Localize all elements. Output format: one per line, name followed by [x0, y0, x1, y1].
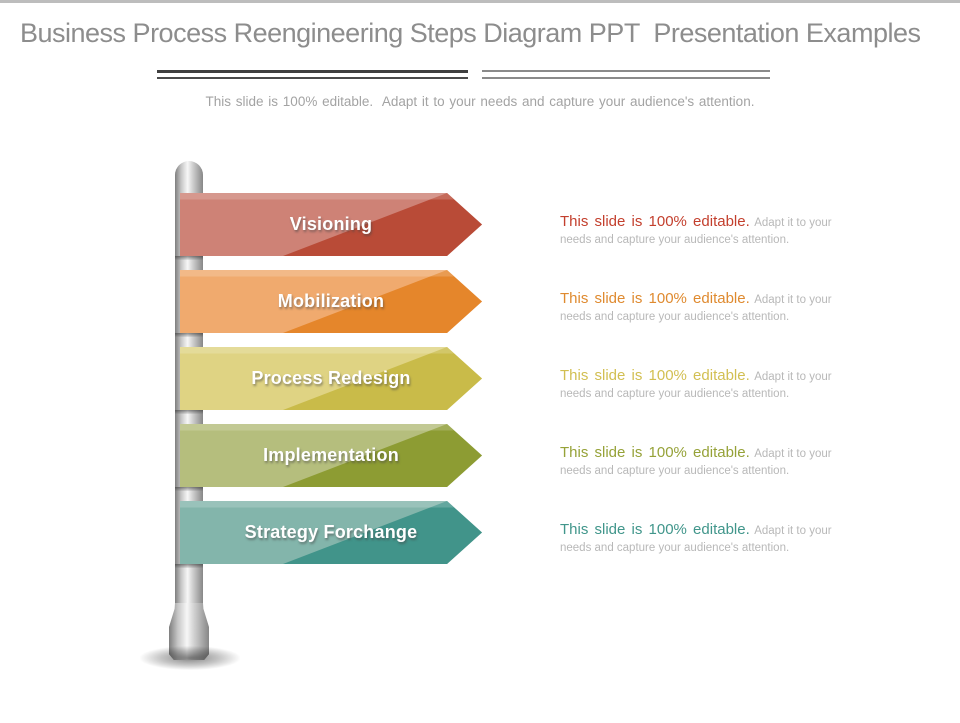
step-description-text: Adapt it to your needs and capture your … [560, 217, 832, 246]
step-description-highlight: This slide is 100% editable. [560, 290, 750, 307]
pole-ring [175, 256, 203, 260]
divider-line-right [482, 70, 770, 79]
step-description-mobilization: This slide is 100% editable. Adapt it to… [560, 291, 852, 325]
step-description-text: Adapt it to your needs and capture your … [560, 448, 832, 477]
step-label: Mobilization [277, 291, 385, 311]
arrow-sign-icon [180, 424, 482, 487]
step-description-implementation: This slide is 100% editable. Adapt it to… [560, 445, 852, 479]
arrow-sign-icon [180, 270, 482, 333]
arrow-sign-icon [180, 193, 482, 256]
step-arrow-implementation: Implementation [180, 424, 482, 487]
arrow-sign-icon [180, 501, 482, 564]
step-description-visioning: This slide is 100% editable. Adapt it to… [560, 214, 832, 248]
step-label: Strategy Forchange [244, 522, 418, 542]
pole-ring [175, 564, 203, 568]
step-label: Process Redesign [251, 368, 411, 388]
step-description-highlight: This slide is 100% editable. [560, 444, 750, 461]
step-description-strategy-forchange: This slide is 100% editable. Adapt it to… [560, 522, 852, 556]
step-label: Visioning [289, 214, 373, 234]
step-arrow-visioning: Visioning [180, 193, 482, 256]
step-description-highlight: This slide is 100% editable. [560, 367, 750, 384]
slide-title: Business Process Reengineering Steps Dia… [20, 18, 921, 48]
step-description-text: Adapt it to your needs and capture your … [560, 371, 832, 400]
arrow-sign-icon [180, 347, 482, 410]
step-description-text: Adapt it to your needs and capture your … [560, 294, 832, 323]
step-description-highlight: This slide is 100% editable. [560, 521, 750, 538]
step-arrow-strategy-forchange: Strategy Forchange [180, 501, 482, 564]
step-description-highlight: This slide is 100% editable. [560, 213, 750, 230]
step-description-process-redesign: This slide is 100% editable. Adapt it to… [560, 368, 852, 402]
slide-subtitle: This slide is 100% editable. Adapt it to… [205, 94, 755, 109]
step-arrow-mobilization: Mobilization [180, 270, 482, 333]
step-arrow-process-redesign: Process Redesign [180, 347, 482, 410]
pole-ring [175, 333, 203, 337]
step-description-text: Adapt it to your needs and capture your … [560, 525, 832, 554]
signpost-shadow [140, 646, 240, 670]
signpost-pole-base [169, 603, 209, 660]
pole-ring [175, 487, 203, 491]
pole-ring [175, 410, 203, 414]
divider-line-left [157, 70, 468, 79]
step-label: Implementation [263, 445, 399, 465]
